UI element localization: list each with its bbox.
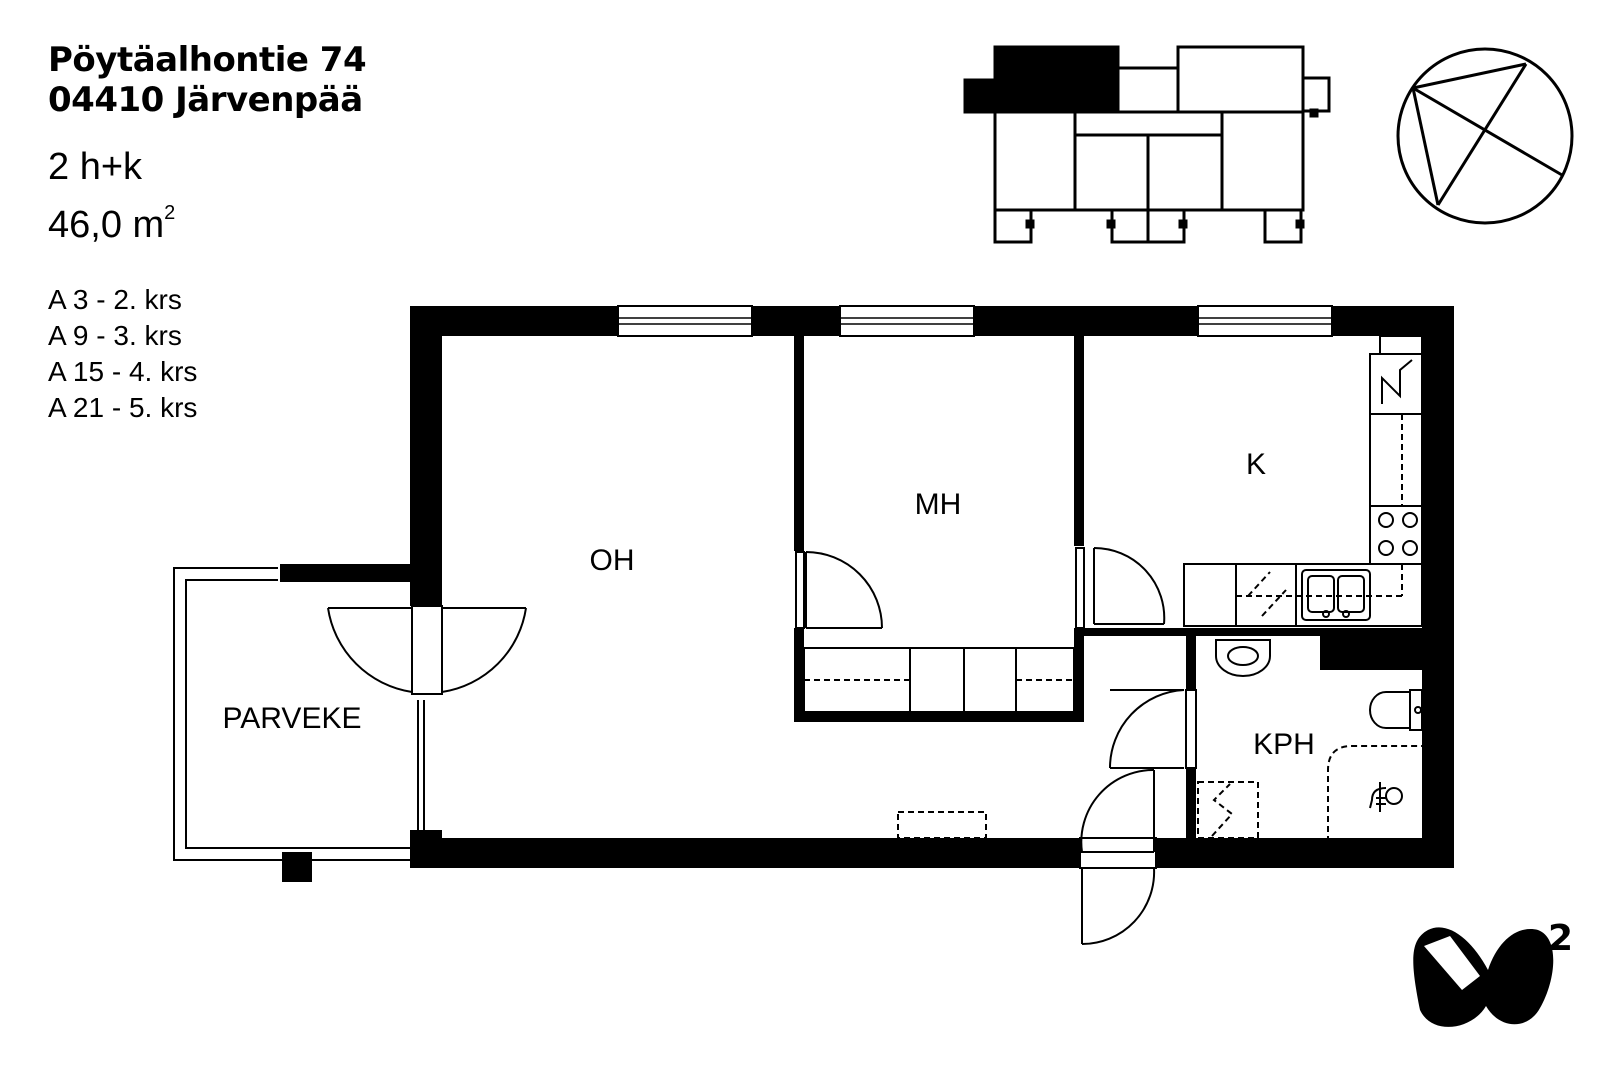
room-label-balcony: PARVEKE — [223, 702, 362, 735]
floor-item: A 15 - 4. krs — [48, 356, 198, 387]
floor-item: A 21 - 5. krs — [48, 392, 198, 423]
bathroom-fixtures — [1197, 639, 1423, 842]
floor-area-value: 46,0 m — [48, 204, 165, 246]
room-count: 2 h+k — [48, 146, 143, 188]
compass-icon — [1396, 47, 1574, 225]
site-plan-icon — [963, 45, 1331, 244]
outer-walls — [410, 306, 1454, 868]
windows — [617, 305, 1333, 337]
m2-logo-icon: 2 — [1413, 918, 1573, 1027]
floor-list: A 3 - 2. krs A 9 - 3. krs A 15 - 4. krs … — [48, 282, 366, 426]
room-label-bedroom: MH — [915, 488, 962, 521]
address-city: 04410 Järvenpää — [48, 80, 363, 120]
room-label-bathroom: KPH — [1253, 728, 1315, 761]
interior-walls — [794, 336, 1422, 838]
balcony — [173, 564, 425, 882]
room-label-living: OH — [590, 544, 635, 577]
floor-item: A 3 - 2. krs — [48, 284, 182, 315]
tv-cabinet — [897, 811, 987, 839]
floor-area-unit-sup: 2 — [164, 202, 176, 224]
bedroom-wardrobe — [803, 647, 1075, 713]
doors — [327, 546, 1197, 946]
room-label-kitchen: K — [1246, 448, 1266, 481]
m2-logo-sup: 2 — [1548, 918, 1573, 959]
floor-area: 46,0 m2 — [48, 190, 366, 248]
apartment-info: Pöytäalhontie 74 04410 Järvenpää 2 h+k 4… — [48, 40, 367, 426]
address-street: Pöytäalhontie 74 — [48, 40, 367, 80]
floor-item: A 9 - 3. krs — [48, 320, 182, 351]
kitchen-fixtures — [1183, 335, 1423, 627]
